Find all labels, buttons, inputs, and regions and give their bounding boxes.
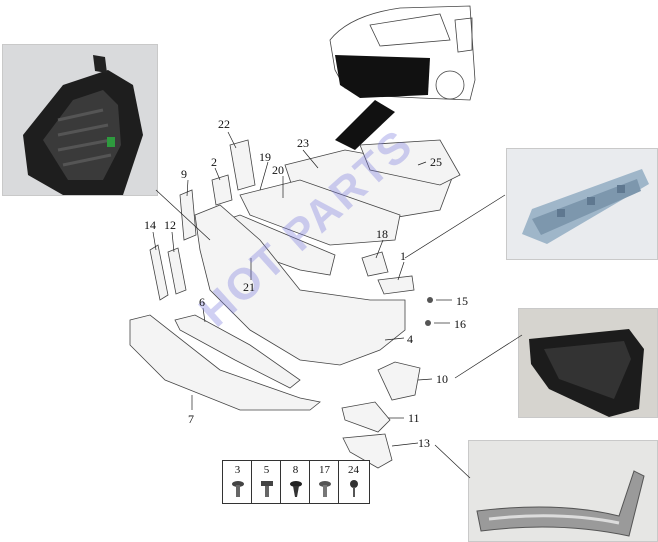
pin-icon <box>350 480 358 497</box>
callout-25: 25 <box>430 155 442 169</box>
legend-number-3: 3 <box>234 464 241 476</box>
pointer-arrow <box>335 100 395 150</box>
photo-bumper-bracket <box>506 148 658 260</box>
screw-icon <box>319 481 331 497</box>
clip-icon <box>290 481 302 497</box>
bolt-icon <box>261 481 273 497</box>
callout-6: 6 <box>199 295 205 309</box>
callout-10: 10 <box>436 372 448 386</box>
strip-12 <box>167 247 187 295</box>
strip-14 <box>149 244 169 301</box>
legend-number-17: 17 <box>319 464 330 476</box>
fog-lamp-bracket-picture <box>23 55 143 195</box>
callout-1: 1 <box>400 249 406 263</box>
legend-number-24: 24 <box>348 464 359 476</box>
support-20 <box>239 179 401 246</box>
grille-6 <box>174 314 301 389</box>
photo-chrome-trim <box>468 440 658 542</box>
chrome-trim-picture <box>476 470 645 537</box>
screw-16 <box>425 320 431 326</box>
callout-4: 4 <box>407 332 413 346</box>
callout-20: 20 <box>272 163 284 177</box>
legend-cell: 8 <box>281 461 310 503</box>
callout-13: 13 <box>418 436 430 450</box>
callout-23: 23 <box>297 136 309 150</box>
callout-12: 12 <box>164 218 176 232</box>
car-front-grille <box>335 55 430 98</box>
bracket-9 <box>179 189 197 241</box>
callout-15: 15 <box>456 294 468 308</box>
screw-icon <box>232 481 244 497</box>
air-deflector-picture <box>529 329 644 417</box>
callout-7: 7 <box>188 412 194 426</box>
legend-number-8: 8 <box>292 464 299 476</box>
legend-number-5: 5 <box>263 464 270 476</box>
bracket-2 <box>211 174 233 206</box>
callout-9: 9 <box>181 167 187 181</box>
callout-14: 14 <box>144 218 156 232</box>
callout-21: 21 <box>243 280 255 294</box>
clip-18 <box>361 251 389 277</box>
bracket-22 <box>229 139 256 191</box>
legend-cell: 24 <box>339 461 368 503</box>
legend-cell: 5 <box>252 461 281 503</box>
fastener-legend: 3 5 8 17 24 <box>222 460 370 504</box>
bracket-1 <box>377 275 415 295</box>
part-10 <box>377 361 421 401</box>
legend-cell: 17 <box>310 461 339 503</box>
undertray-25 <box>359 139 461 186</box>
legend-cell: 3 <box>223 461 252 503</box>
callout-22: 22 <box>218 117 230 131</box>
photo-fog-lamp-bracket <box>2 44 158 196</box>
callout-19: 19 <box>259 150 271 164</box>
callout-16: 16 <box>454 317 466 331</box>
callout-18: 18 <box>376 227 388 241</box>
callout-11: 11 <box>408 411 420 425</box>
bumper-cover-4 <box>194 204 406 366</box>
screw-15 <box>427 297 433 303</box>
fog-trim-11 <box>341 401 391 433</box>
chrome-13 <box>342 433 393 469</box>
photo-air-deflector <box>518 308 658 418</box>
skirt-7 <box>129 314 321 411</box>
bumper-bracket-picture <box>522 169 649 244</box>
callout-2: 2 <box>211 155 217 169</box>
